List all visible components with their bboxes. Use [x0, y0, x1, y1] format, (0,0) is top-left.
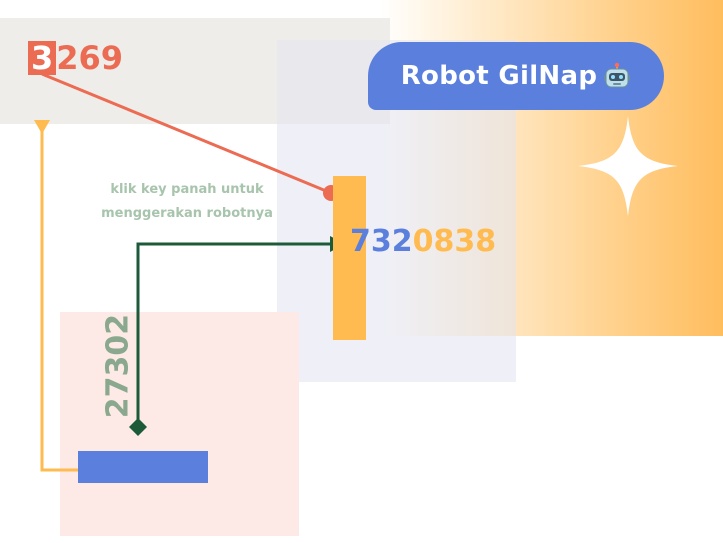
instruction-text: klik key panah untuk menggerakan robotny… — [82, 178, 292, 226]
robot-bar-blue[interactable] — [78, 451, 208, 483]
background-panel-pink — [60, 312, 299, 536]
score-middle-orange: 0838 — [413, 224, 497, 259]
instruction-line-1: klik key panah untuk — [82, 178, 292, 202]
star-icon — [578, 116, 678, 216]
game-title-badge: Robot GilNap — [368, 42, 664, 110]
robot-icon — [603, 62, 631, 90]
instruction-line-2: menggerakan robotnya — [82, 202, 292, 226]
score-vertical-text: 27302 — [101, 314, 136, 418]
score-top-rest: 269 — [56, 41, 123, 75]
score-middle: 7320838 — [350, 224, 496, 260]
score-top: 3 269 — [28, 38, 123, 78]
score-vertical: 27302 — [98, 310, 138, 422]
game-title: Robot GilNap — [401, 61, 598, 91]
score-middle-blue: 732 — [350, 224, 413, 259]
score-top-first-digit: 3 — [28, 41, 56, 75]
